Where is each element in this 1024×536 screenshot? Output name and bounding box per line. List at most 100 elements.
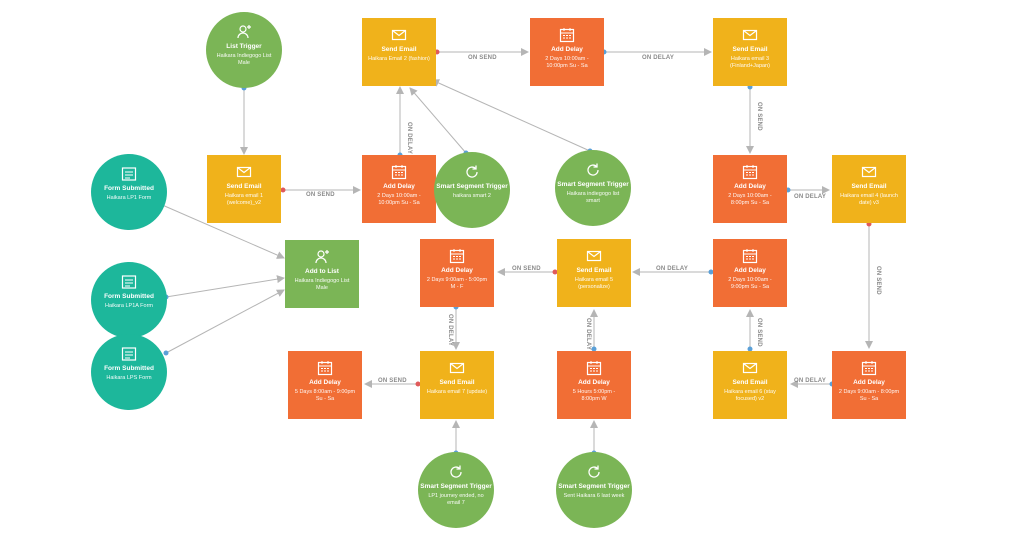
add-delay-node-7[interactable]: Add Delay 5 Hours 5:00pm - 8:00pm W [557,351,631,419]
send-email-node-3[interactable]: Send Email Haikara email 3 (Finland+Japa… [713,18,787,86]
add-delay-node-5[interactable]: Add Delay 2 Days 10:00am - 9:00pm Su - S… [713,239,787,307]
node-subtitle: Haikara Email 2 (fashion) [368,56,430,62]
send-email-node-2[interactable]: Send Email Haikara Email 2 (fashion) [362,18,436,86]
node-title: Add Delay [578,379,610,386]
node-title: Smart Segment Trigger [436,183,508,190]
connector-dot [415,381,421,387]
node-subtitle: Haikara email 1 (welcome)_v2 [224,193,264,206]
connector-dot [747,346,753,352]
node-title: Form Submitted [104,365,154,372]
node-subtitle: 2 Days 10:00am - 8:00pm Su - Sa [728,193,772,206]
node-title: Send Email [381,46,417,53]
envelope-icon [236,166,252,178]
node-title: Add Delay [734,183,766,190]
form-icon [121,347,137,361]
node-subtitle: haikara smart 2 [453,193,491,199]
form-submitted-node-3[interactable]: Form Submitted Haikara LPS Form [91,334,167,410]
node-subtitle: Sent Haikara 6 last week [563,493,625,499]
node-title: List Trigger [226,43,262,50]
user-add-icon [237,25,251,39]
list-trigger-node[interactable]: List Trigger Haikara Indiegogo List Male [206,12,282,88]
envelope-icon [861,166,877,178]
send-email-node-5[interactable]: Send Email Haikara email 5 (personalize) [557,239,631,307]
node-subtitle: Haikara email 6 (stay focused) v2 [724,389,776,402]
node-title: Add Delay [734,267,766,274]
calendar-icon [742,249,758,264]
connector-dot [163,350,169,356]
calendar-icon [861,361,877,376]
node-subtitle: Haikara LP1A Form [105,303,153,309]
edge-label-on-delay: ON DELAY [585,318,591,350]
refresh-icon [466,165,478,178]
envelope-icon [586,250,602,262]
node-title: Add Delay [309,379,341,386]
edge-form1-addlist [159,203,285,259]
node-subtitle: 2 Days 10:00am - 10:00pm Su - Sa [545,56,589,69]
form-submitted-node-2[interactable]: Form Submitted Haikara LP1A Form [91,262,167,338]
calendar-icon [449,249,465,264]
node-subtitle: LP1 journey ended, no email 7 [428,493,484,506]
node-title: Form Submitted [104,185,154,192]
node-title: Smart Segment Trigger [558,483,630,490]
add-delay-node-6[interactable]: Add Delay 5 Days 8:00am - 9:00pm Su - Sa [288,351,362,419]
calendar-icon [317,361,333,376]
edge-label-on-delay: ON DELAY [642,55,674,61]
node-subtitle: 2 Days 10:00am - 9:00pm Su - Sa [728,277,772,290]
node-title: Smart Segment Trigger [420,483,492,490]
node-title: Send Email [732,379,768,386]
smart-segment-trigger-node-3[interactable]: Smart Segment Trigger LP1 journey ended,… [418,452,494,528]
form-submitted-node-1[interactable]: Form Submitted Haikara LP1 Form [91,154,167,230]
send-email-node-1[interactable]: Send Email Haikara email 1 (welcome)_v2 [207,155,281,223]
node-title: Send Email [226,183,262,190]
node-subtitle: Haikara Indiegogo List Male [294,278,350,291]
add-delay-node-3[interactable]: Add Delay 2 Days 10:00am - 8:00pm Su - S… [713,155,787,223]
edge-label-on-send: ON SEND [875,266,881,295]
node-subtitle: Haikara email 7 (update) [426,389,488,395]
node-subtitle: Haikara email 4 (launch date) v3 [840,193,898,206]
add-delay-node-8[interactable]: Add Delay 2 Days 9:00am - 8:00pm Su - Sa [832,351,906,419]
node-subtitle: Haikara email 3 (Finland+Japan) [730,56,770,69]
send-email-node-7[interactable]: Send Email Haikara email 7 (update) [420,351,494,419]
edge-label-on-send: ON SEND [512,266,541,272]
edge-sst2-se2 [431,79,591,152]
envelope-icon [391,29,407,41]
add-to-list-node[interactable]: Add to List Haikara Indiegogo List Male [285,240,359,308]
connector-dot [552,269,558,275]
smart-segment-trigger-node-4[interactable]: Smart Segment Trigger Sent Haikara 6 las… [556,452,632,528]
add-delay-node-2[interactable]: Add Delay 2 Days 10:00am - 10:00pm Su - … [530,18,604,86]
envelope-icon [742,29,758,41]
node-subtitle: 2 Days 9:00am - 8:00pm Su - Sa [838,389,900,402]
connector-dot [708,269,714,275]
edge-sst1-se2 [409,87,467,154]
edge-label-on-delay: ON DELAY [794,378,826,384]
edge-label-on-delay: ON DELAY [447,314,453,346]
node-subtitle: Haikara email 5 (personalize) [574,277,614,290]
envelope-icon [742,362,758,374]
node-title: Send Email [732,46,768,53]
edge-label-on-send: ON SEND [306,192,335,198]
node-title: Add to List [305,268,339,275]
node-subtitle: 2 Days 9:00am - 5:00pm M - F [426,277,488,290]
refresh-icon [587,163,599,176]
send-email-node-6[interactable]: Send Email Haikara email 6 (stay focused… [713,351,787,419]
node-title: Send Email [439,379,475,386]
node-title: Smart Segment Trigger [557,181,629,188]
send-email-node-4[interactable]: Send Email Haikara email 4 (launch date)… [832,155,906,223]
add-delay-node-1[interactable]: Add Delay 2 Days 10:00am - 10:00pm Su - … [362,155,436,223]
node-title: Send Email [576,267,612,274]
refresh-icon [450,465,462,478]
node-title: Add Delay [441,267,473,274]
smart-segment-trigger-node-2[interactable]: Smart Segment Trigger Haikara indiegogo … [555,150,631,226]
node-title: Add Delay [383,183,415,190]
add-delay-node-4[interactable]: Add Delay 2 Days 9:00am - 5:00pm M - F [420,239,494,307]
calendar-icon [586,361,602,376]
smart-segment-trigger-node-1[interactable]: Smart Segment Trigger haikara smart 2 [434,152,510,228]
form-icon [121,275,137,289]
edge-label-on-send: ON SEND [756,318,762,347]
refresh-icon [588,465,600,478]
connector-dot [591,346,597,352]
edge-label-on-delay: ON DELAY [794,194,826,200]
node-subtitle: 2 Days 10:00am - 10:00pm Su - Sa [377,193,421,206]
node-title: Form Submitted [104,293,154,300]
